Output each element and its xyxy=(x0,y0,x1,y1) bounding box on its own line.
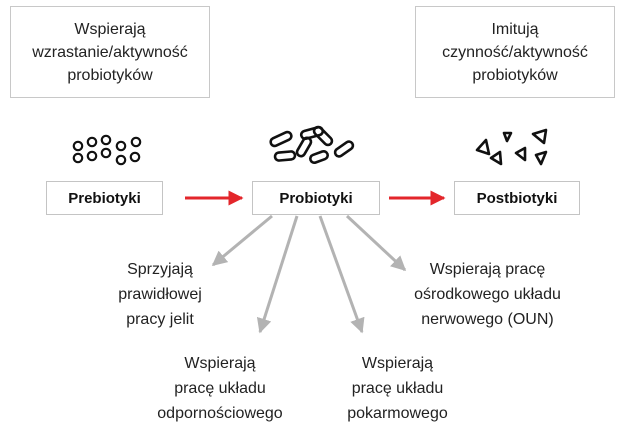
circles-icon xyxy=(72,134,142,166)
stage-prebiotics: Prebiotyki xyxy=(46,181,163,215)
effect-line: nerwowego (OUN) xyxy=(421,311,554,328)
effect-gut: Sprzyjają prawidłowej pracy jelit xyxy=(95,257,225,332)
effect-line: Sprzyjają xyxy=(127,261,193,278)
stage-probiotics: Probiotyki xyxy=(252,181,380,215)
effect-arrow-digestive xyxy=(318,215,365,334)
effect-line: pracy jelit xyxy=(126,311,194,328)
note-postbiotics: Imitują czynność/aktywność probiotyków xyxy=(415,6,615,98)
note-line: czynność/aktywność xyxy=(442,43,588,61)
effect-arrow-immune xyxy=(256,215,299,334)
effect-cns: Wspierają pracę ośrodkowego układu nerwo… xyxy=(400,257,575,332)
stage-label: Probiotyki xyxy=(279,189,353,207)
effect-line: pokarmowego xyxy=(347,405,448,422)
effect-line: Wspierają pracę xyxy=(429,261,546,278)
effect-line: Wspierają xyxy=(361,355,434,372)
effect-line: ośrodkowego układu xyxy=(414,286,561,303)
effect-line: pracę układu xyxy=(174,380,266,397)
note-prebiotics: Wspierają wzrastanie/aktywność probiotyk… xyxy=(10,6,210,98)
stage-label: Prebiotyki xyxy=(68,189,141,207)
stage-postbiotics: Postbiotyki xyxy=(454,181,580,215)
effect-line: Wspierają xyxy=(184,355,256,372)
effect-immune: Wspierają pracę układu odpornościowego xyxy=(140,351,300,426)
effect-line: pracę układu xyxy=(351,380,444,397)
note-line: wzrastanie/aktywność xyxy=(32,43,188,61)
triangles-icon xyxy=(475,128,548,166)
effect-digestive: Wspierają pracę układu pokarmowego xyxy=(335,351,460,426)
stage-label: Postbiotyki xyxy=(476,189,558,207)
effect-arrow-gut xyxy=(211,214,273,267)
note-line: Wspierają xyxy=(74,20,146,38)
note-line: Imitują xyxy=(491,20,539,38)
effect-arrow-cns xyxy=(345,214,407,272)
effect-line: prawidłowej xyxy=(118,286,202,303)
capsule-bacteria-icon xyxy=(269,125,355,165)
note-line: probiotyków xyxy=(67,66,153,84)
note-line: probiotyków xyxy=(472,66,558,84)
effect-line: odpornościowego xyxy=(157,405,283,422)
